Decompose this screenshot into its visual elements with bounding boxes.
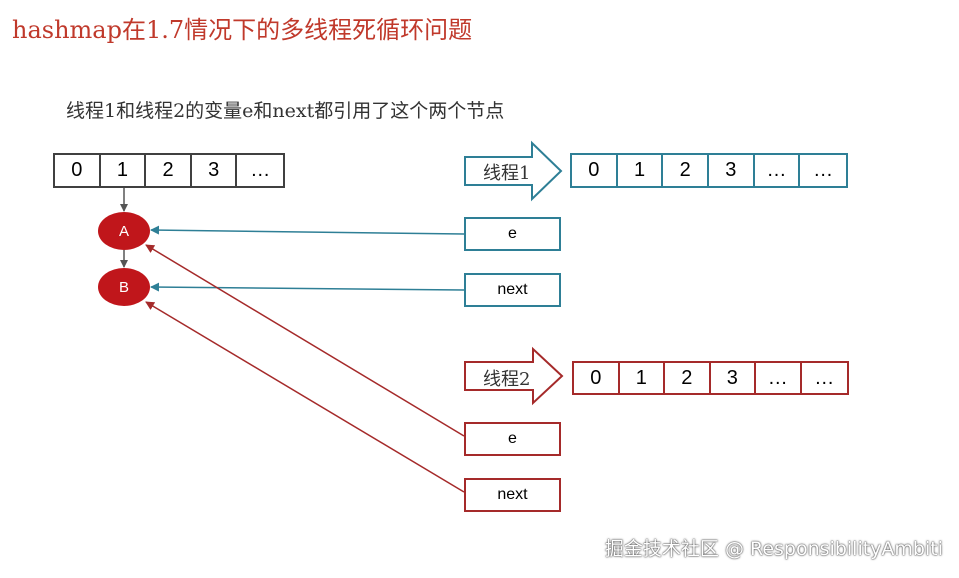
thread2-e-ref: e [464, 422, 561, 456]
thread2-array-cell: 0 [574, 363, 620, 393]
main-bucket-cell: 3 [192, 155, 238, 186]
thread1-array-cell: 1 [618, 155, 664, 186]
thread1-array-cell: 3 [709, 155, 755, 186]
thread2-array-cell: 2 [665, 363, 711, 393]
thread1-array-cell: 0 [572, 155, 618, 186]
thread1-next-ref: next [464, 273, 561, 307]
thread1-array-cell: … [755, 155, 801, 186]
main-bucket-cell: 2 [146, 155, 192, 186]
thread1-new-array: 0 1 2 3 … … [570, 153, 848, 188]
page-title: hashmap在1.7情况下的多线程死循环问题 [12, 16, 473, 44]
t2-next-to-b-arrow [145, 301, 465, 493]
node-b: B [98, 268, 150, 306]
thread1-block-arrow [464, 140, 563, 202]
thread2-array-cell: 3 [711, 363, 756, 393]
thread2-next-ref: next [464, 478, 561, 512]
t2-e-to-a-arrow [145, 244, 465, 437]
t1-e-to-a-arrow [150, 225, 465, 235]
node-a: A [98, 212, 150, 250]
thread2-array-cell: … [756, 363, 802, 393]
thread1-array-cell: 2 [663, 155, 710, 186]
main-bucket-cell: 0 [55, 155, 101, 186]
thread2-array-cell: … [814, 366, 835, 389]
thread2-new-array: 0 1 2 3 … … [572, 361, 849, 395]
diagram-caption: 线程1和线程2的变量e和next都引用了这个两个节点 [66, 100, 505, 122]
thread2-array-cell: 1 [620, 363, 665, 393]
thread1-label: 线程1 [483, 163, 531, 184]
t1-next-to-b-arrow [150, 282, 465, 292]
thread2-label: 线程2 [483, 369, 531, 390]
main-bucket-cell: 1 [101, 155, 147, 186]
thread1-e-ref: e [464, 217, 561, 251]
main-bucket-cell: … [250, 159, 271, 181]
main-bucket-array: 0 1 2 3 … [53, 153, 285, 188]
watermark-text: 掘金技术社区 @ ResponsibilityAmbiti [604, 538, 943, 560]
thread2-block-arrow [464, 346, 564, 406]
thread1-array-cell: … [813, 159, 834, 181]
